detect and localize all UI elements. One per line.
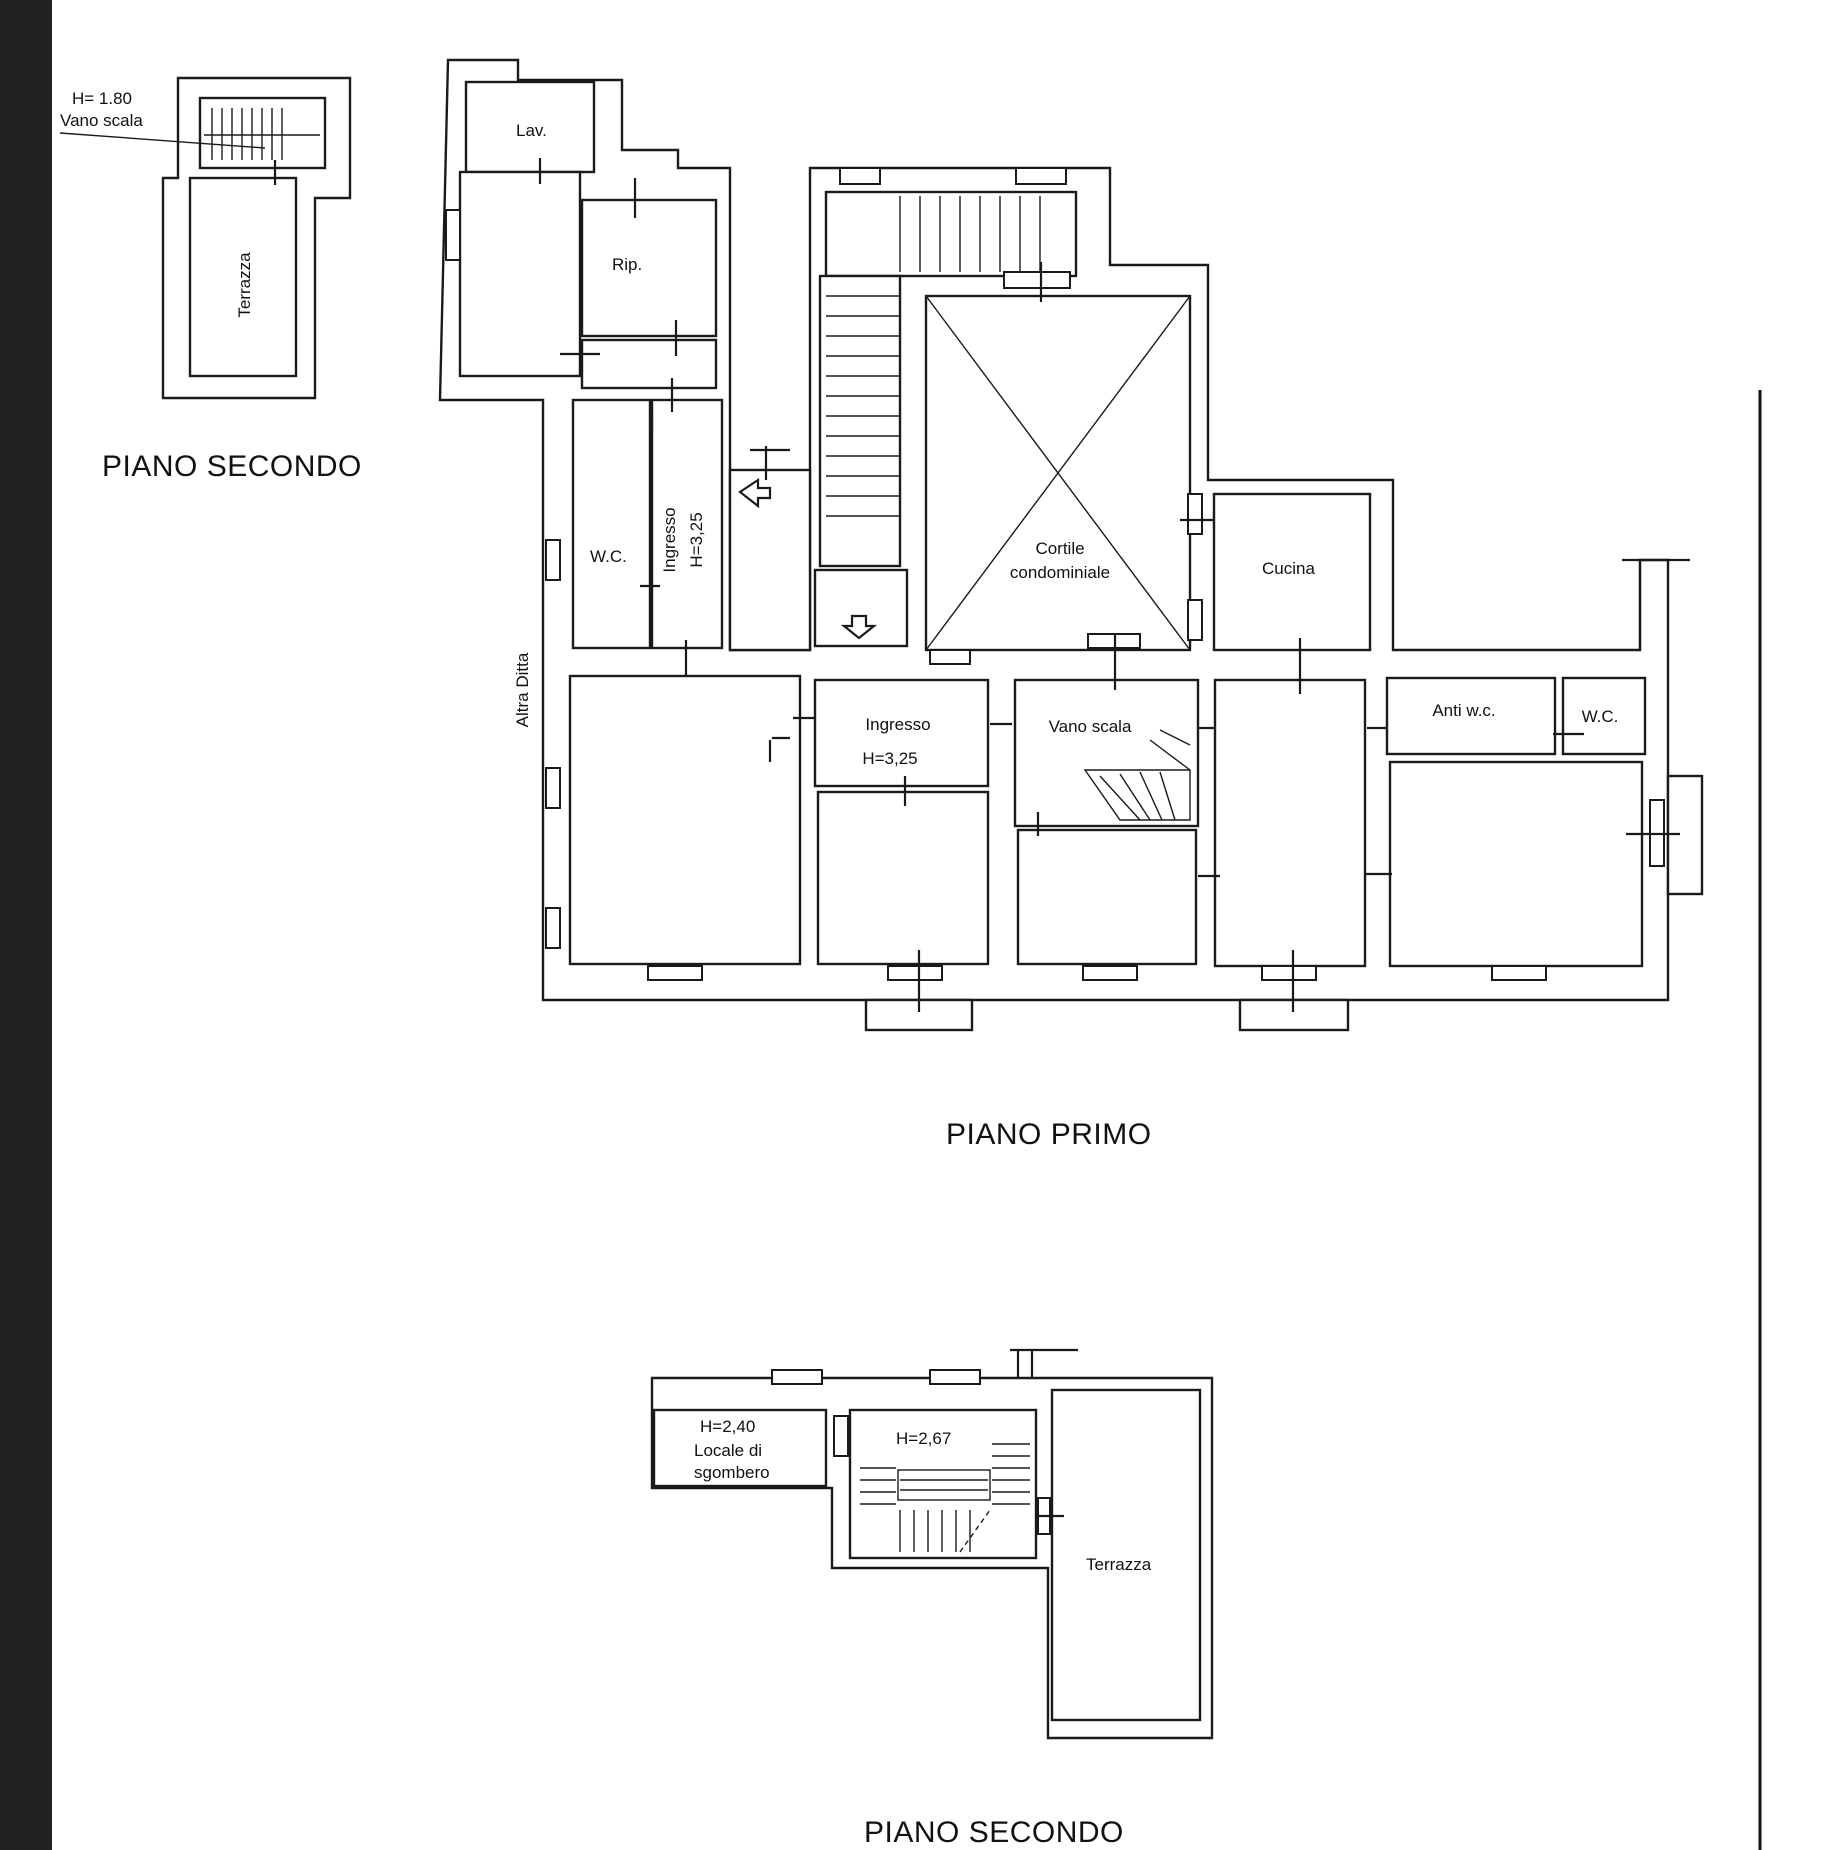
room-label-cortile-1: Cortile: [1035, 539, 1084, 558]
room-lower-2: [816, 790, 990, 966]
stair-landing-lower: [813, 568, 909, 648]
room-label-wc-left: W.C.: [590, 547, 627, 566]
chimney-mark: [1622, 558, 1690, 650]
stair-treads: [826, 196, 1041, 517]
room-label-lav: Lav.: [516, 121, 547, 140]
scan-edge: [0, 0, 52, 1850]
terrace-label: Terrazza: [1086, 1555, 1152, 1574]
room-lower-4: [1213, 678, 1367, 968]
label-locale-2: sgombero: [694, 1463, 770, 1482]
height-label: H= 1.80: [72, 89, 132, 108]
windows: [771, 1369, 1051, 1535]
room-wc-right: [1561, 676, 1647, 756]
room-label-wc-right: W.C.: [1582, 707, 1619, 726]
label-locale-h: H=2,40: [700, 1417, 755, 1436]
room-ingresso-main: [813, 678, 990, 788]
label-stair-h: H=2,67: [896, 1429, 951, 1448]
plan-piano-secondo-small: [59, 76, 352, 400]
plan-title-secondo-top: PIANO SECONDO: [102, 450, 362, 483]
room-label-rip: Rip.: [612, 255, 642, 274]
room-label-ingresso-main-h: H=3,25: [862, 749, 917, 768]
room-label-vano-scala: Vano scala: [1049, 717, 1132, 736]
stair-label: Vano scala: [60, 111, 143, 130]
room-label-ingresso-side: Ingresso: [660, 507, 679, 572]
entrance-arrow-main: [840, 614, 878, 640]
door-marks: [538, 158, 1680, 1012]
plan-piano-secondo-bottom: [650, 1348, 1214, 1740]
stair-room: [848, 1408, 1038, 1560]
terrace-label: Terrazza: [235, 252, 254, 318]
room-corridor: [580, 338, 718, 390]
plan-title-secondo-bottom: PIANO SECONDO: [864, 1816, 1124, 1849]
room-lower-1: [568, 674, 802, 966]
room-rip: [580, 198, 718, 338]
room-lower-5: [1388, 760, 1644, 968]
leader-line: [59, 132, 266, 149]
terrace-area: [1050, 1388, 1202, 1722]
room-locale-sgombero: [652, 1408, 828, 1488]
courtyard-diagonal-b: [925, 295, 1191, 651]
room-west: [458, 170, 582, 378]
landing: [728, 468, 812, 652]
room-label-cucina: Cucina: [1262, 559, 1315, 578]
room-ingresso-side: [650, 398, 724, 650]
chimney-mark: [1010, 1348, 1078, 1378]
label-locale-1: Locale di: [694, 1441, 762, 1460]
stair-top-flight: [824, 190, 1078, 278]
stair-treads: [204, 108, 320, 160]
stair-winder: [1083, 729, 1191, 821]
room-label-altra-ditta: Altra Ditta: [513, 652, 532, 727]
room-label-ingresso-main: Ingresso: [865, 715, 930, 734]
room-anti-wc: [1385, 676, 1557, 756]
room-lower-3: [1016, 828, 1198, 966]
stair-main-flight: [818, 274, 902, 568]
balcony-1: [864, 998, 974, 1032]
entrance-arrow-side: [738, 477, 772, 509]
room-wc-left: [571, 398, 652, 650]
room-cucina: [1212, 492, 1372, 652]
room-lav: [464, 80, 596, 174]
room-label-ingresso-side-h: H=3,25: [687, 512, 706, 567]
room-label-cortile-2: condominiale: [1010, 563, 1110, 582]
room-label-anti-wc: Anti w.c.: [1432, 701, 1495, 720]
plan-title-primo: PIANO PRIMO: [946, 1118, 1152, 1151]
stair-treads: [860, 1443, 1030, 1553]
windows: [445, 167, 1665, 981]
plan-piano-primo: [438, 58, 1704, 1032]
terrace-area: [188, 176, 298, 378]
